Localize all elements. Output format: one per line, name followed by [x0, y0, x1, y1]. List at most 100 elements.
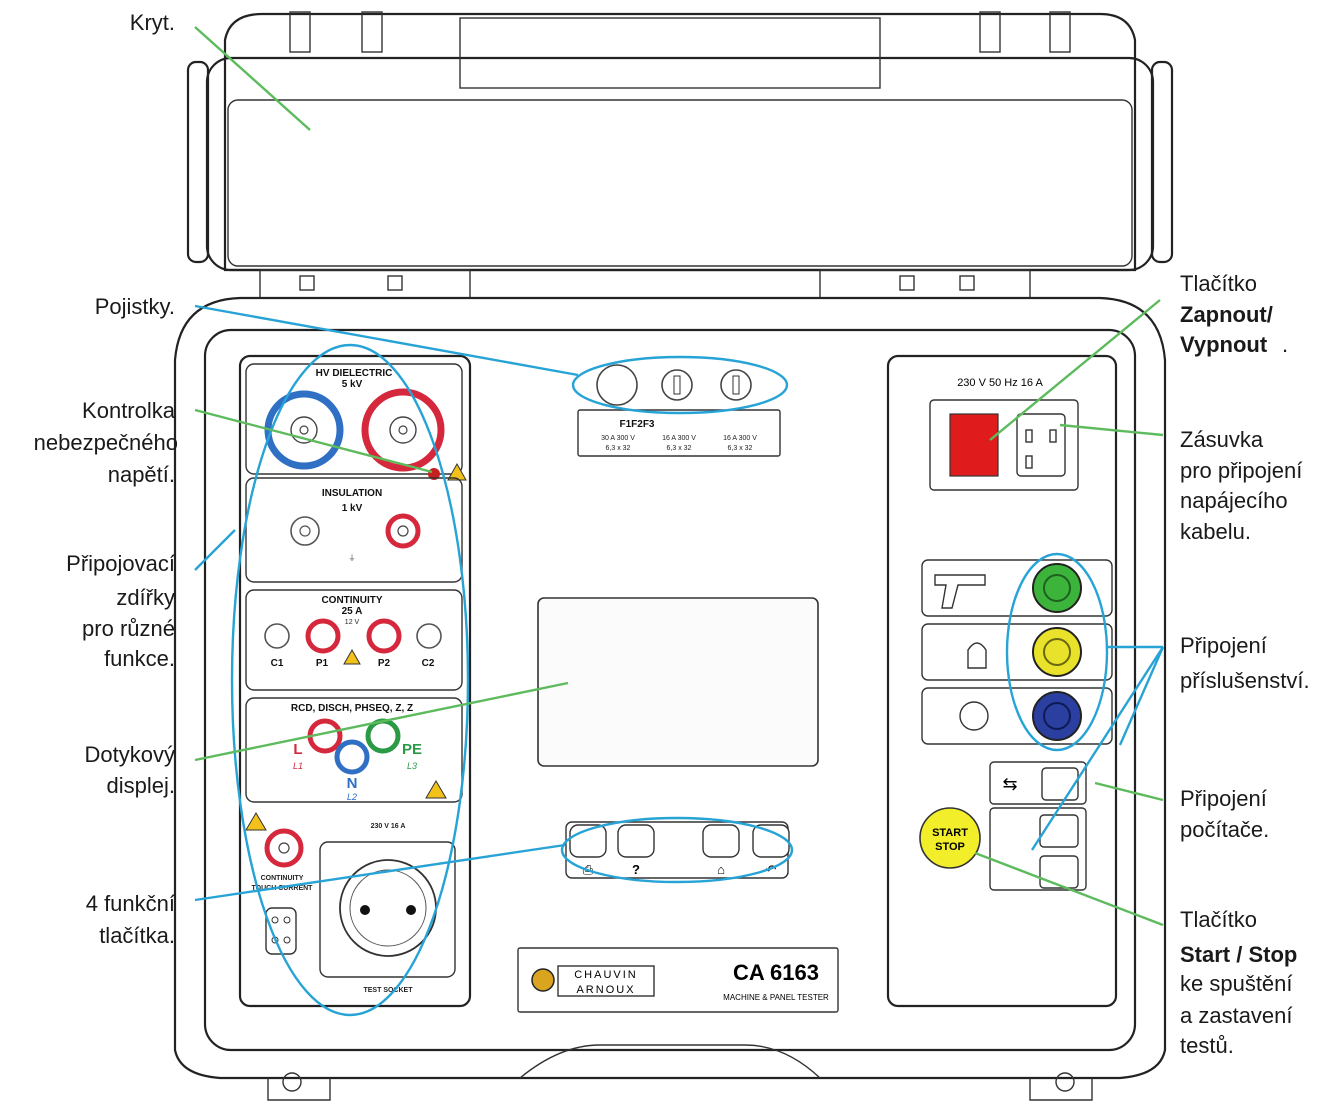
- svg-text:CONTINUITY: CONTINUITY: [261, 875, 304, 882]
- label-zdirky-3: pro různé: [82, 616, 175, 641]
- ins-terminal-plus[interactable]: [385, 513, 421, 549]
- cont-sub: 25 A: [342, 606, 363, 617]
- test-socket[interactable]: [339, 859, 437, 957]
- svg-text:P2: P2: [378, 658, 391, 669]
- touch-current-terminal[interactable]: [264, 828, 304, 868]
- warning-icon: [447, 462, 467, 481]
- p2-terminal[interactable]: [366, 618, 402, 654]
- usb-a-port-1[interactable]: [1039, 814, 1079, 848]
- label-startstop-5: testů.: [1180, 1033, 1234, 1058]
- hv-title: HV DIELECTRIC: [316, 368, 393, 379]
- svg-text:230 V 16 A: 230 V 16 A: [371, 823, 406, 830]
- svg-text:START: START: [932, 827, 968, 839]
- svg-text:6,3 x 32: 6,3 x 32: [606, 445, 631, 452]
- svg-text:P1: P1: [316, 658, 329, 669]
- svg-text:C1: C1: [271, 658, 284, 669]
- right-panel: 230 V 50 Hz 16 A ⇆ START STOP: [886, 354, 1118, 1008]
- label-zasuvka-2: pro připojení: [1180, 458, 1302, 483]
- brand-plate: CHAUVIN ARNOUX CA 6163 MACHINE & PANEL T…: [517, 947, 839, 1013]
- svg-text:TEST SOCKET: TEST SOCKET: [363, 987, 413, 994]
- callout-lines: [194, 26, 1165, 1017]
- fuse-block: F1F2F3 30 A 300 V 6,3 x 32 16 A 300 V 6,…: [577, 364, 781, 457]
- label-kontrolka-3: napětí.: [108, 462, 175, 487]
- n-terminal[interactable]: [334, 739, 370, 775]
- label-kontrolka-1: Kontrolka: [82, 398, 176, 423]
- label-prislusenstvi-2: příslušenství.: [1180, 668, 1310, 693]
- start-stop-button[interactable]: [919, 807, 981, 869]
- label-displej-1: Dotykový: [85, 742, 175, 767]
- label-zasuvka-3: napájecího: [1180, 488, 1288, 513]
- rcd-title: RCD, DISCH, PHSEQ, Z, Z: [291, 703, 413, 714]
- help-icon: ?: [632, 862, 640, 877]
- fkey-help[interactable]: [617, 824, 655, 858]
- power-inlet[interactable]: [1016, 413, 1066, 477]
- svg-text:L2: L2: [347, 792, 357, 802]
- hv-dielectric-section: HV DIELECTRIC 5 kV: [245, 363, 467, 481]
- svg-text:N: N: [347, 775, 358, 792]
- fkey-home[interactable]: [702, 824, 740, 858]
- label-zasuvka-1: Zásuvka: [1180, 427, 1264, 452]
- callout-labels: Kryt. Pojistky. Kontrolka nebezpečného n…: [34, 10, 1310, 1058]
- model-name: CA 6163: [733, 960, 819, 985]
- label-pojistky: Pojistky.: [95, 294, 175, 319]
- svg-text:16 A 300 V: 16 A 300 V: [662, 435, 696, 442]
- label-displej-2: displej.: [107, 773, 175, 798]
- svg-text:TOUCH CURRENT: TOUCH CURRENT: [252, 885, 314, 892]
- lid: [186, 11, 1174, 299]
- label-zdirky-2: zdířky: [116, 585, 175, 610]
- model-sub: MACHINE & PANEL TESTER: [723, 993, 829, 1002]
- usb-icon: ⇆: [1002, 774, 1017, 794]
- c1-terminal[interactable]: [264, 623, 290, 649]
- label-startstop-1: Tlačítko: [1180, 907, 1257, 932]
- svg-text:30 A 300 V: 30 A 300 V: [601, 435, 635, 442]
- pe-terminal[interactable]: [365, 718, 401, 754]
- label-startstop-3: ke spuštění: [1180, 971, 1293, 996]
- probe-icon: [934, 574, 986, 609]
- left-panel: HV DIELECTRIC 5 kV INSULATION 1 kV ⏚ CON: [238, 354, 472, 1008]
- fkey-back[interactable]: [752, 824, 790, 858]
- svg-text:6,3 x 32: 6,3 x 32: [728, 445, 753, 452]
- power-switch[interactable]: [949, 413, 999, 477]
- label-zasuvka-4: kabelu.: [1180, 519, 1251, 544]
- insulation-section: INSULATION 1 kV ⏚: [245, 477, 463, 583]
- svg-text:STOP: STOP: [935, 841, 965, 853]
- label-zapnout-4: .: [1282, 332, 1288, 357]
- label-zapnout-1: Tlačítko: [1180, 271, 1257, 296]
- label-startstop-4: a zastavení: [1180, 1003, 1293, 1028]
- beacon-icon: [967, 642, 987, 669]
- p1-terminal[interactable]: [305, 618, 341, 654]
- c2-terminal[interactable]: [416, 623, 442, 649]
- label-kryt: Kryt.: [130, 10, 175, 35]
- label-zdirky-4: funkce.: [104, 646, 175, 671]
- accessory-socket-yellow[interactable]: [1032, 627, 1082, 677]
- svg-text:PE: PE: [402, 741, 422, 758]
- hv-sub: 5 kV: [342, 379, 363, 390]
- label-tlacitka-2: tlačítka.: [99, 923, 175, 948]
- svg-text:L: L: [293, 741, 302, 758]
- label-zapnout-3: Vypnout: [1180, 332, 1268, 357]
- label-startstop-2: Start / Stop: [1180, 942, 1297, 967]
- label-tlacitka-1: 4 funkční: [86, 891, 175, 916]
- usb-b-port[interactable]: [1041, 767, 1079, 801]
- svg-text:L3: L3: [407, 761, 417, 771]
- function-keys: ⎙ ? ⌂ ↶: [565, 821, 790, 879]
- ins-terminal-minus[interactable]: [290, 516, 320, 546]
- fuses-title: F1F2F3: [619, 419, 654, 430]
- test-socket-section: CONTINUITY TOUCH CURRENT 230 V 16 A TEST…: [245, 812, 456, 994]
- svg-text:L1: L1: [293, 761, 303, 771]
- cont-title: CONTINUITY: [321, 595, 382, 606]
- svg-text:CHAUVIN: CHAUVIN: [574, 969, 638, 981]
- fuse-f1[interactable]: [596, 364, 638, 406]
- accessory-socket-green[interactable]: [1032, 563, 1082, 613]
- label-prislusenstvi-1: Připojení: [1180, 633, 1267, 658]
- svg-text:12 V: 12 V: [345, 619, 360, 626]
- continuity-section: CONTINUITY 25 A 12 V C1 P1 P2 C2: [245, 589, 463, 691]
- label-pocitace-2: počítače.: [1180, 817, 1269, 842]
- svg-text:ARNOUX: ARNOUX: [576, 984, 635, 996]
- svg-text:⏚: ⏚: [349, 554, 356, 562]
- touch-display[interactable]: [537, 597, 819, 767]
- label-pocitace-1: Připojení: [1180, 786, 1267, 811]
- usb-a-port-2[interactable]: [1039, 855, 1079, 889]
- accessory-socket-blue[interactable]: [1032, 691, 1082, 741]
